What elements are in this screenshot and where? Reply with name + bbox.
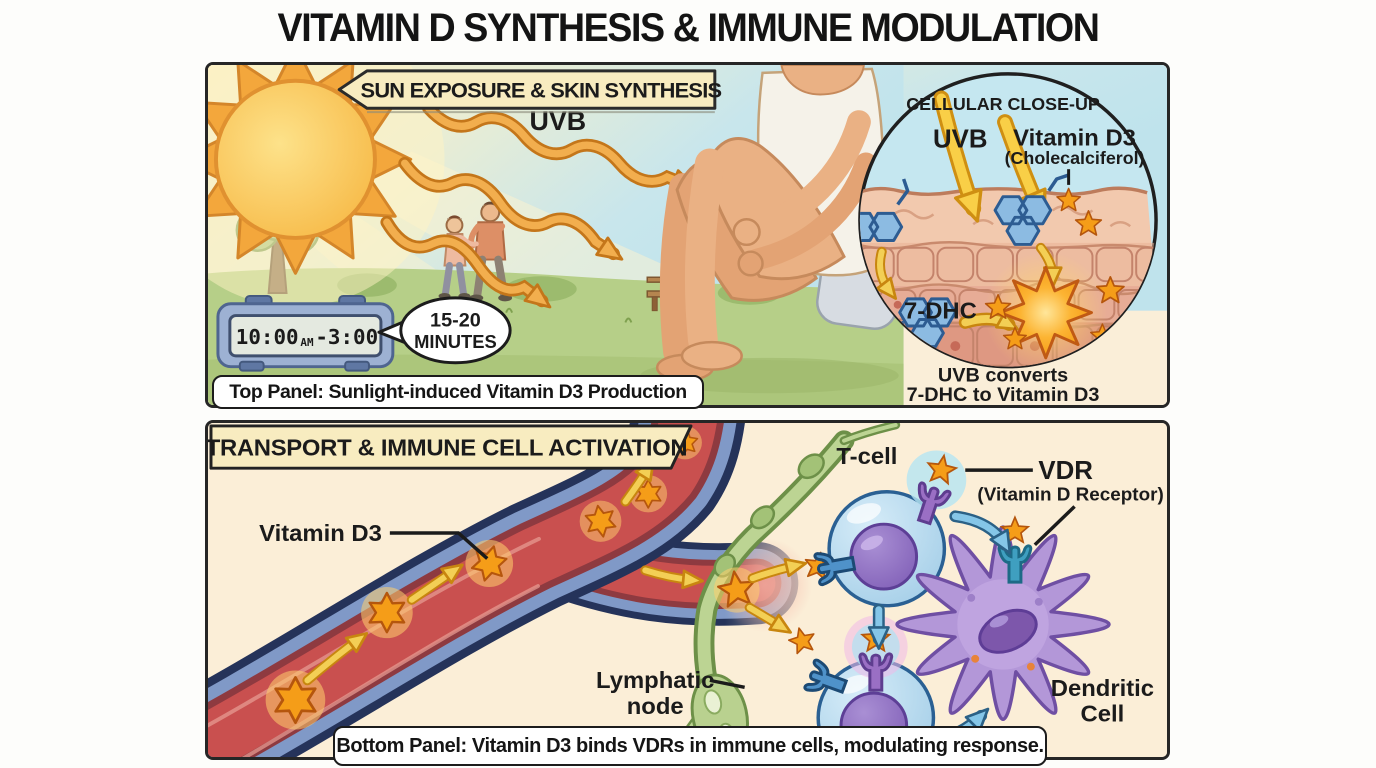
duration-bubble: 15-20 MINUTES — [377, 296, 512, 365]
closeup-uvb-label: UVB — [933, 126, 988, 154]
bubble-line1: 15-20 — [430, 309, 481, 331]
vdr-pointer-2 — [1033, 505, 1076, 547]
conversion-arrows — [875, 242, 1053, 331]
bottom-panel-caption: Bottom Panel: Vitamin D3 binds VDRs in i… — [333, 726, 1047, 766]
closeup-vitamin-label: Vitamin D3 — [1013, 126, 1136, 152]
dendritic-cell — [895, 516, 1111, 722]
top-panel-caption: Top Panel: Sunlight-induced Vitamin D3 P… — [212, 375, 704, 409]
sun — [208, 65, 445, 307]
bottom-panel-transport: TRANSPORT & IMMUNE CELL ACTIVATION Vitam… — [205, 420, 1170, 760]
cell-granule — [971, 654, 980, 663]
top-panel-header: SUN EXPOSURE & SKIN SYNTHESIS — [337, 69, 722, 114]
bottom-panel-header-label: TRANSPORT & IMMUNE CELL ACTIVATION — [208, 436, 687, 462]
bottom-panel-header: TRANSPORT & IMMUNE CELL ACTIVATION — [208, 424, 693, 470]
vessel-streak — [241, 584, 540, 757]
top-panel-header-label: SUN EXPOSURE & SKIN SYNTHESIS — [361, 78, 722, 103]
cell-granule — [1034, 597, 1043, 606]
bottom-panel-illustration: TRANSPORT & IMMUNE CELL ACTIVATION Vitam… — [208, 423, 1167, 757]
uvb-rays — [380, 101, 698, 309]
dendritic-label-line1: Dendritic — [1051, 676, 1154, 702]
vitamin-d3-label: Vitamin D3 — [259, 521, 382, 547]
cell-granule — [967, 593, 976, 602]
cell-granule — [1026, 662, 1035, 671]
page-title: VITAMIN D SYNTHESIS & IMMUNE MODULATION — [277, 6, 1100, 50]
dendritic-label-line2: Cell — [1081, 702, 1125, 728]
t-cell-1 — [813, 450, 967, 608]
lymph-pointer — [709, 678, 745, 689]
lymphatic-label-line2: node — [627, 694, 684, 720]
vdr-sublabel: (Vitamin D Receptor) — [977, 484, 1163, 505]
t-cell-label: T-cell — [836, 444, 897, 470]
top-panel-illustration: UVB 10:00 AM -3:00 15-20 MINUTES SUN EXP… — [208, 65, 1167, 405]
clock-end-time: -3:00 — [315, 325, 378, 349]
vdr-label: VDR — [1038, 457, 1093, 485]
closeup-title: CELLULAR CLOSE-UP — [906, 94, 1100, 114]
epidermis-squiggles — [892, 205, 1132, 228]
clock: 10:00 AM -3:00 — [216, 294, 395, 372]
vitamin-d3-pointer — [389, 531, 489, 560]
dhc-label: 7-DHC — [904, 299, 977, 325]
uvb-label: UVB — [529, 106, 586, 136]
closeup-vitamin-sublabel: (Cholecalciferol) — [1005, 148, 1145, 168]
clock-start-time: 10:00 — [236, 325, 299, 349]
conversion-note-line2: 7-DHC to Vitamin D3 — [907, 384, 1100, 405]
bubble-line2: MINUTES — [414, 331, 497, 352]
seated-person — [640, 65, 902, 394]
flow-arrows — [302, 468, 796, 686]
lymphatic-label-line1: Lymphatic — [596, 668, 714, 694]
top-panel-sun-exposure: UVB 10:00 AM -3:00 15-20 MINUTES SUN EXP… — [205, 62, 1170, 408]
clock-meridiem: AM — [300, 336, 314, 349]
conversion-note-line1: UVB converts — [938, 365, 1068, 387]
